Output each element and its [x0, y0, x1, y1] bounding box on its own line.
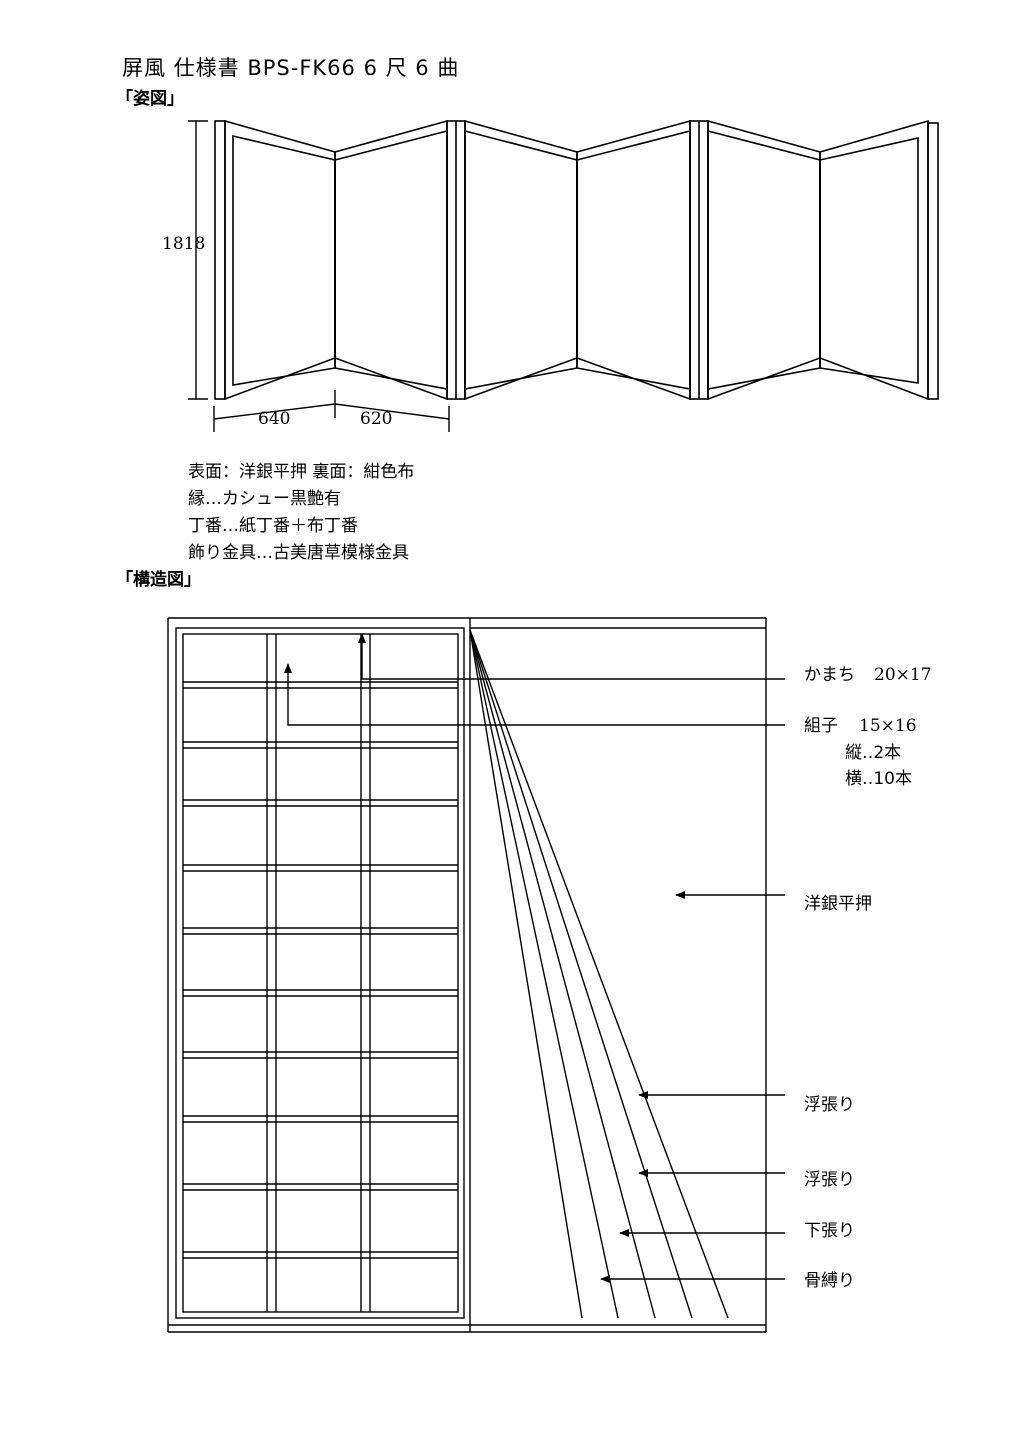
label-kumiko-vertical: 縦‥2本 — [845, 743, 901, 763]
panel-width-label-1: 640 — [258, 409, 290, 429]
leader-lines — [284, 633, 785, 1283]
label-ukibari-2: 浮張り — [804, 1170, 855, 1190]
height-dimension — [188, 120, 208, 400]
screen-edge-post-right — [927, 122, 939, 400]
label-kumiko: 組子 — [804, 716, 838, 736]
screen-edge-post-left — [214, 120, 226, 400]
leader-kumiko — [284, 663, 785, 726]
label-shitabari: 下張り — [804, 1221, 855, 1241]
panel-width-label-2: 620 — [360, 409, 392, 429]
spec-line-hinge: 丁番…紙丁番＋布丁番 — [188, 516, 358, 536]
leader-kamachi — [358, 633, 785, 680]
paper-layers — [469, 629, 729, 1319]
kamachi-frame — [175, 627, 465, 1319]
screen-panel-2 — [334, 119, 448, 401]
kumiko-horizontal — [183, 681, 458, 1259]
spec-line-surface: 表面：洋銀平押 裏面：紺色布 — [188, 462, 415, 482]
spec-line-fittings: 飾り金具…古美唐草模様金具 — [188, 543, 409, 563]
label-ukibari-1: 浮張り — [804, 1095, 855, 1115]
label-honeshibari: 骨縛り — [804, 1271, 855, 1291]
label-kamachi-size: 20×17 — [874, 665, 932, 685]
section-title-appearance: 「姿図」 — [116, 89, 184, 109]
width-dimension — [213, 390, 450, 432]
spec-line-frame: 縁…カシュー黒艶有 — [188, 489, 341, 509]
screen-panel-4 — [576, 119, 691, 401]
label-surface: 洋銀平押 — [804, 894, 872, 914]
folding-screen-elevation — [214, 119, 939, 401]
label-kamachi: かまち — [804, 665, 855, 685]
screen-panel-1 — [224, 119, 336, 401]
height-dimension-label: 1818 — [162, 234, 205, 254]
screen-panel-3 — [464, 119, 578, 401]
label-kumiko-horizontal: 横‥10本 — [845, 769, 912, 789]
screen-panel-5 — [707, 119, 821, 401]
section-title-structure: 「構造図」 — [116, 570, 201, 590]
label-kumiko-size: 15×16 — [859, 716, 917, 736]
screen-panel-6 — [819, 119, 929, 401]
page-title: 屏風 仕様書 BPS-FK66 6 尺 6 曲 — [122, 56, 460, 80]
structure-diagram — [167, 617, 767, 1333]
